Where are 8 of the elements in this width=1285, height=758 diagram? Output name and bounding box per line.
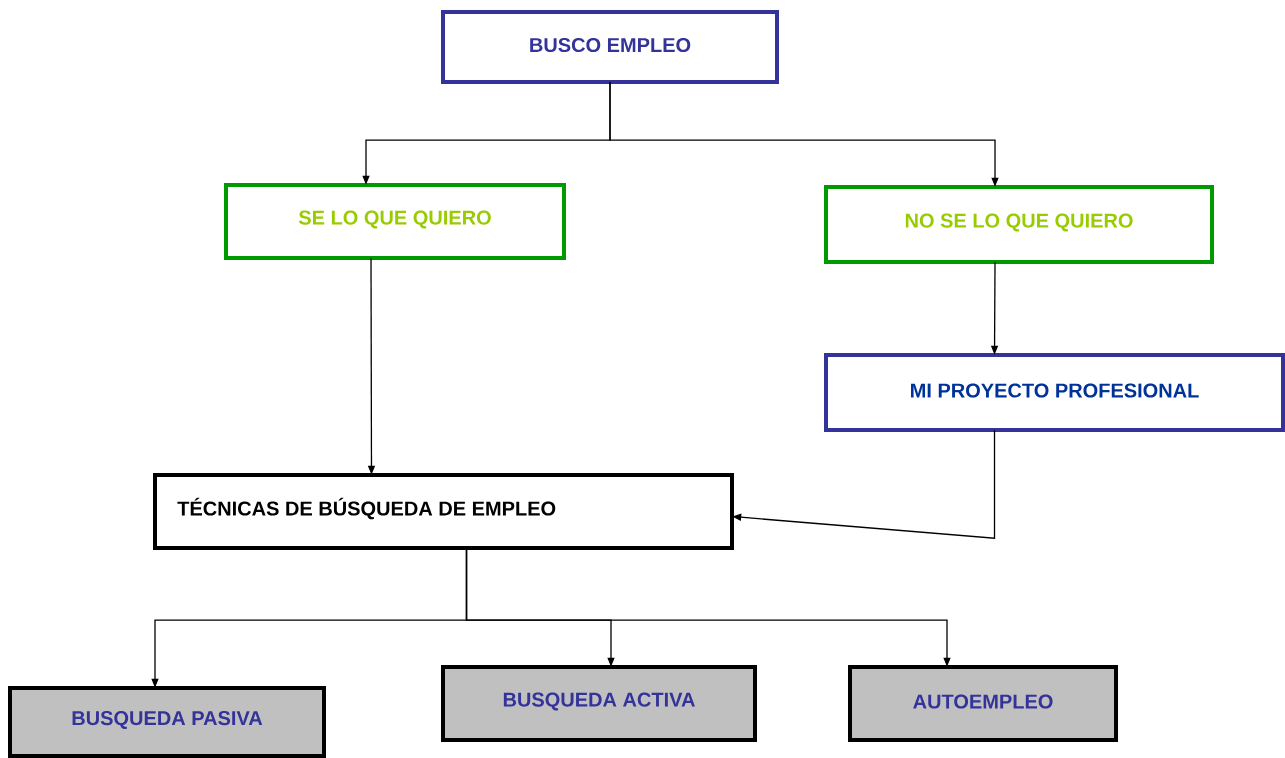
process-box: BUSQUEDA ACTIVA [441, 665, 757, 742]
process-box: BUSQUEDA PASIVA [8, 686, 326, 758]
process-box: BUSCO EMPLEO [441, 10, 779, 84]
process-box: AUTOEMPLEO [848, 665, 1118, 742]
process-box: SE LO QUE QUIERO [224, 183, 566, 260]
process-box: TÉCNICAS DE BÚSQUEDA DE EMPLEO [153, 473, 734, 550]
process-box: NO SE LO QUE QUIERO [824, 185, 1214, 264]
process-box: MI PROYECTO PROFESIONAL [824, 353, 1285, 432]
